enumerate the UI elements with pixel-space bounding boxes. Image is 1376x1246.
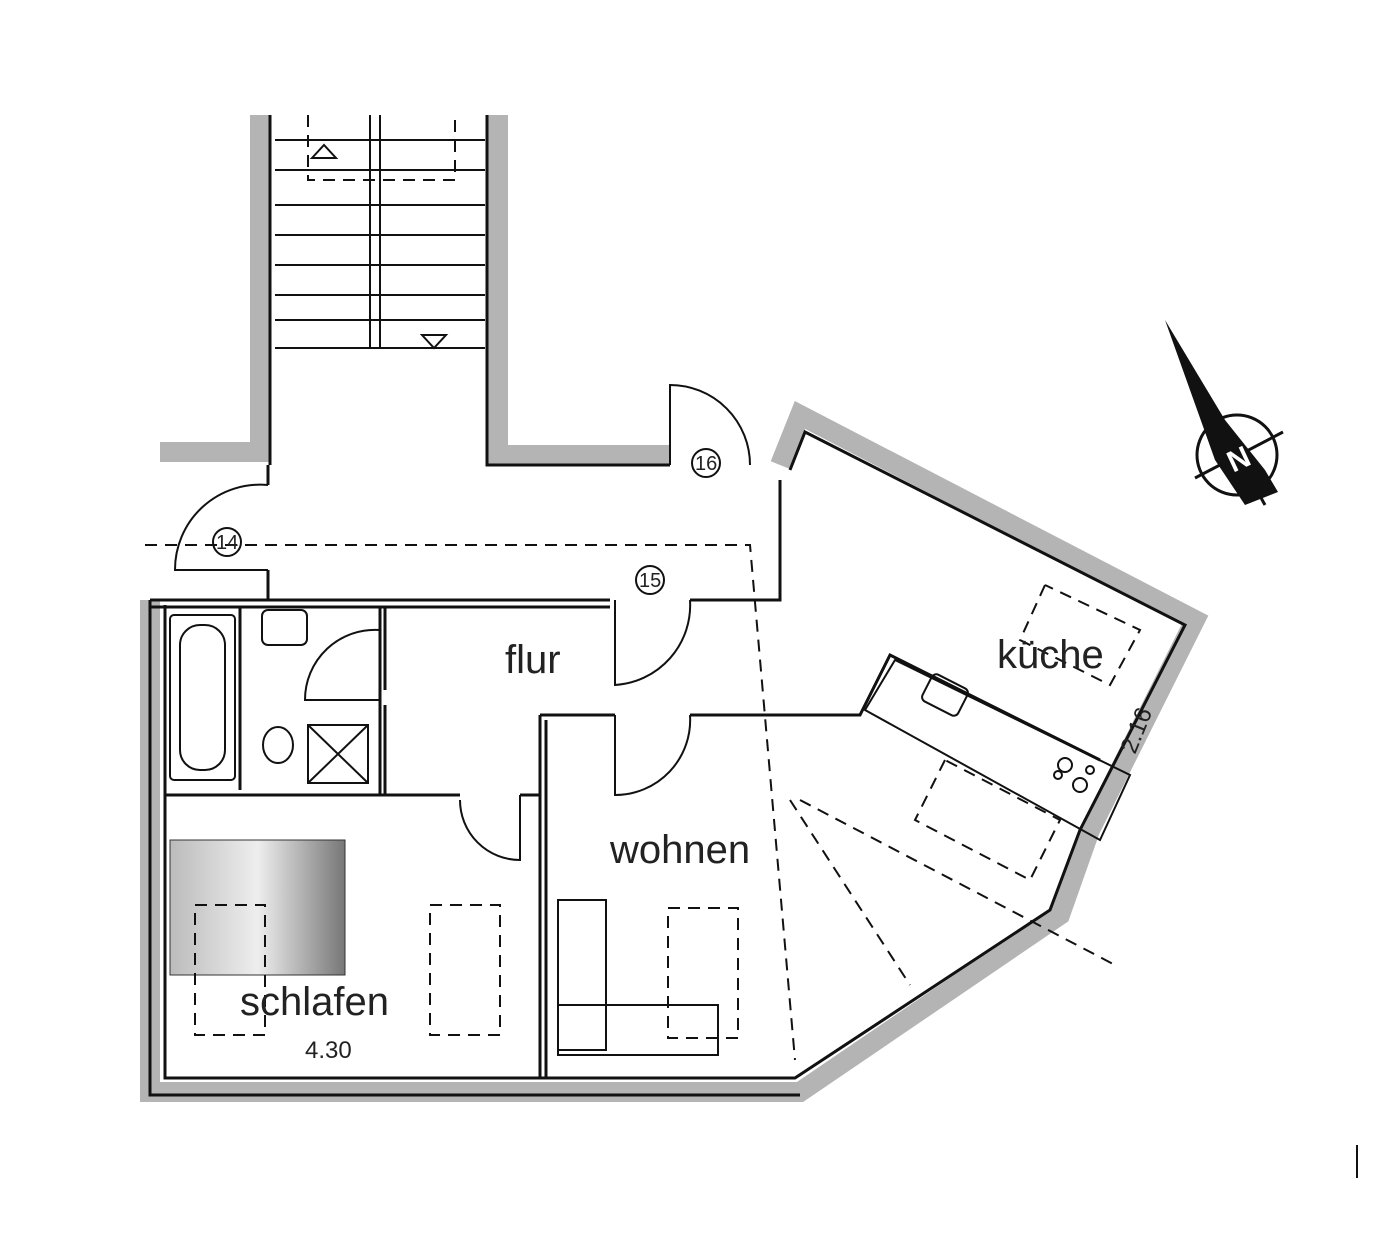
svg-text:16: 16 — [695, 453, 717, 475]
kitchen-counter — [863, 658, 1132, 842]
stairwell — [160, 115, 670, 467]
marker-14: 14 — [212, 527, 242, 557]
marker-16: 16 — [691, 448, 721, 478]
north-compass-icon: N — [1165, 320, 1284, 506]
room-label-flur: flur — [505, 638, 561, 682]
exterior-walls — [140, 401, 1209, 1102]
toilet-icon — [262, 726, 294, 764]
room-label-kueche: küche — [997, 633, 1104, 677]
stair-down-arrow-icon — [419, 334, 449, 350]
interior-walls — [150, 465, 1101, 1078]
furniture — [169, 839, 739, 1056]
room-label-wohnen: wohnen — [609, 828, 750, 872]
svg-text:14: 14 — [216, 532, 238, 554]
stair-up-arrow-icon — [309, 143, 339, 159]
shower-icon — [307, 724, 369, 784]
sink-icon — [261, 609, 308, 646]
dimension-kueche: 2.16 — [1116, 704, 1159, 757]
bathroom-fixtures — [169, 609, 369, 784]
doors — [173, 383, 751, 862]
marker-15: 15 — [635, 565, 665, 595]
guide-lines — [145, 544, 1142, 1061]
bed — [169, 839, 346, 976]
room-label-schlafen: schlafen — [240, 980, 389, 1024]
svg-text:15: 15 — [639, 570, 661, 592]
dimension-schlafen: 4.30 — [305, 1037, 352, 1064]
